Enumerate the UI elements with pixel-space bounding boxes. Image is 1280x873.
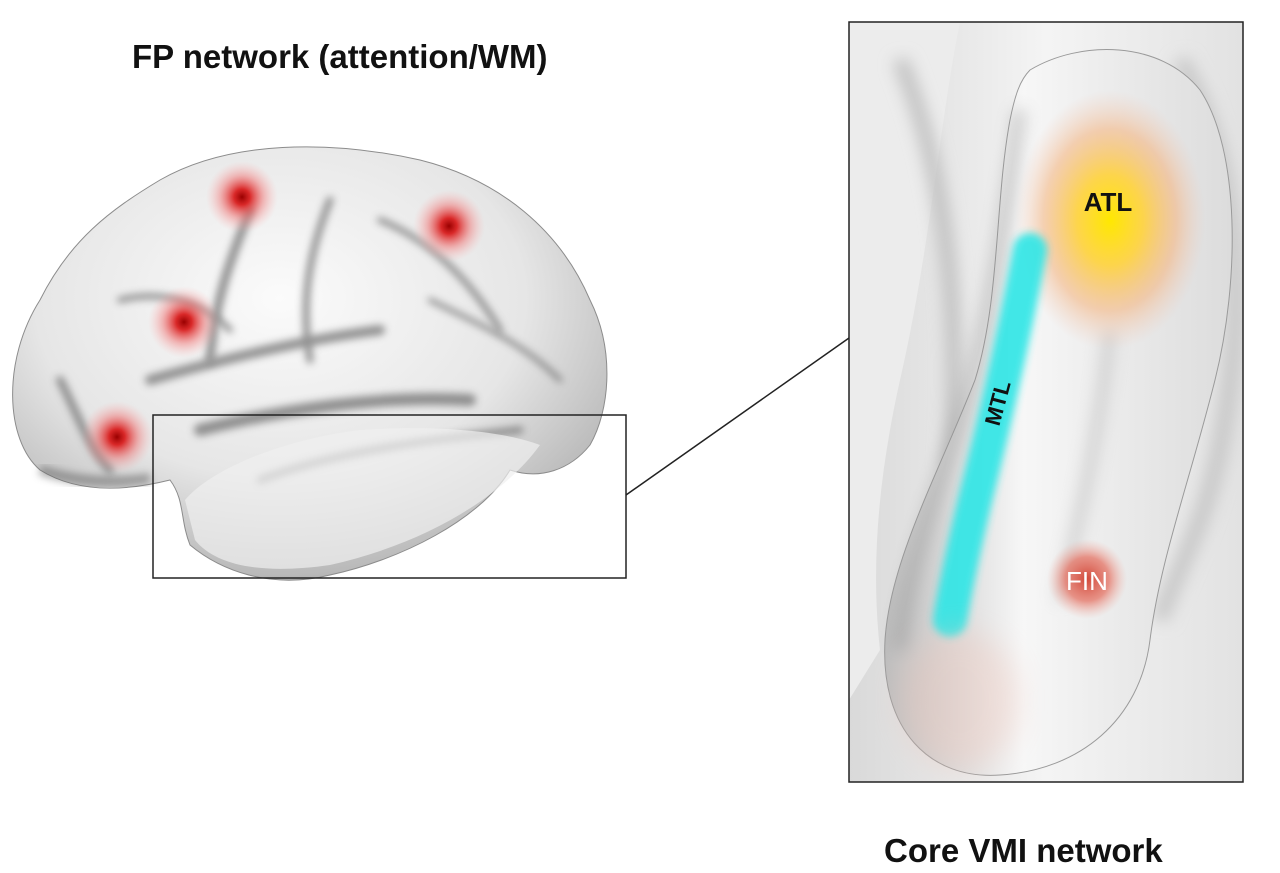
mtl-highlight [933,233,1047,637]
fp-network-nodes [81,161,485,473]
zoom-connector-line [625,337,850,496]
fp-node [81,401,153,473]
fin-label: FIN [1066,566,1108,596]
fp-node [206,161,278,233]
inset-frame [848,21,1244,783]
brain-lateral-view [12,146,608,581]
fin-highlight [1047,539,1127,619]
atl-label: ATL [1084,187,1133,217]
temporal-lobe-selection-box [152,414,627,579]
fp-network-title: FP network (attention/WM) [132,38,548,75]
atl-highlight [1015,90,1205,350]
core-vmi-network-title: Core VMI network [884,832,1163,869]
fp-node [413,190,485,262]
fp-node [148,286,220,358]
ventral-temporal-inset: ATL MTL FIN [848,21,1244,783]
